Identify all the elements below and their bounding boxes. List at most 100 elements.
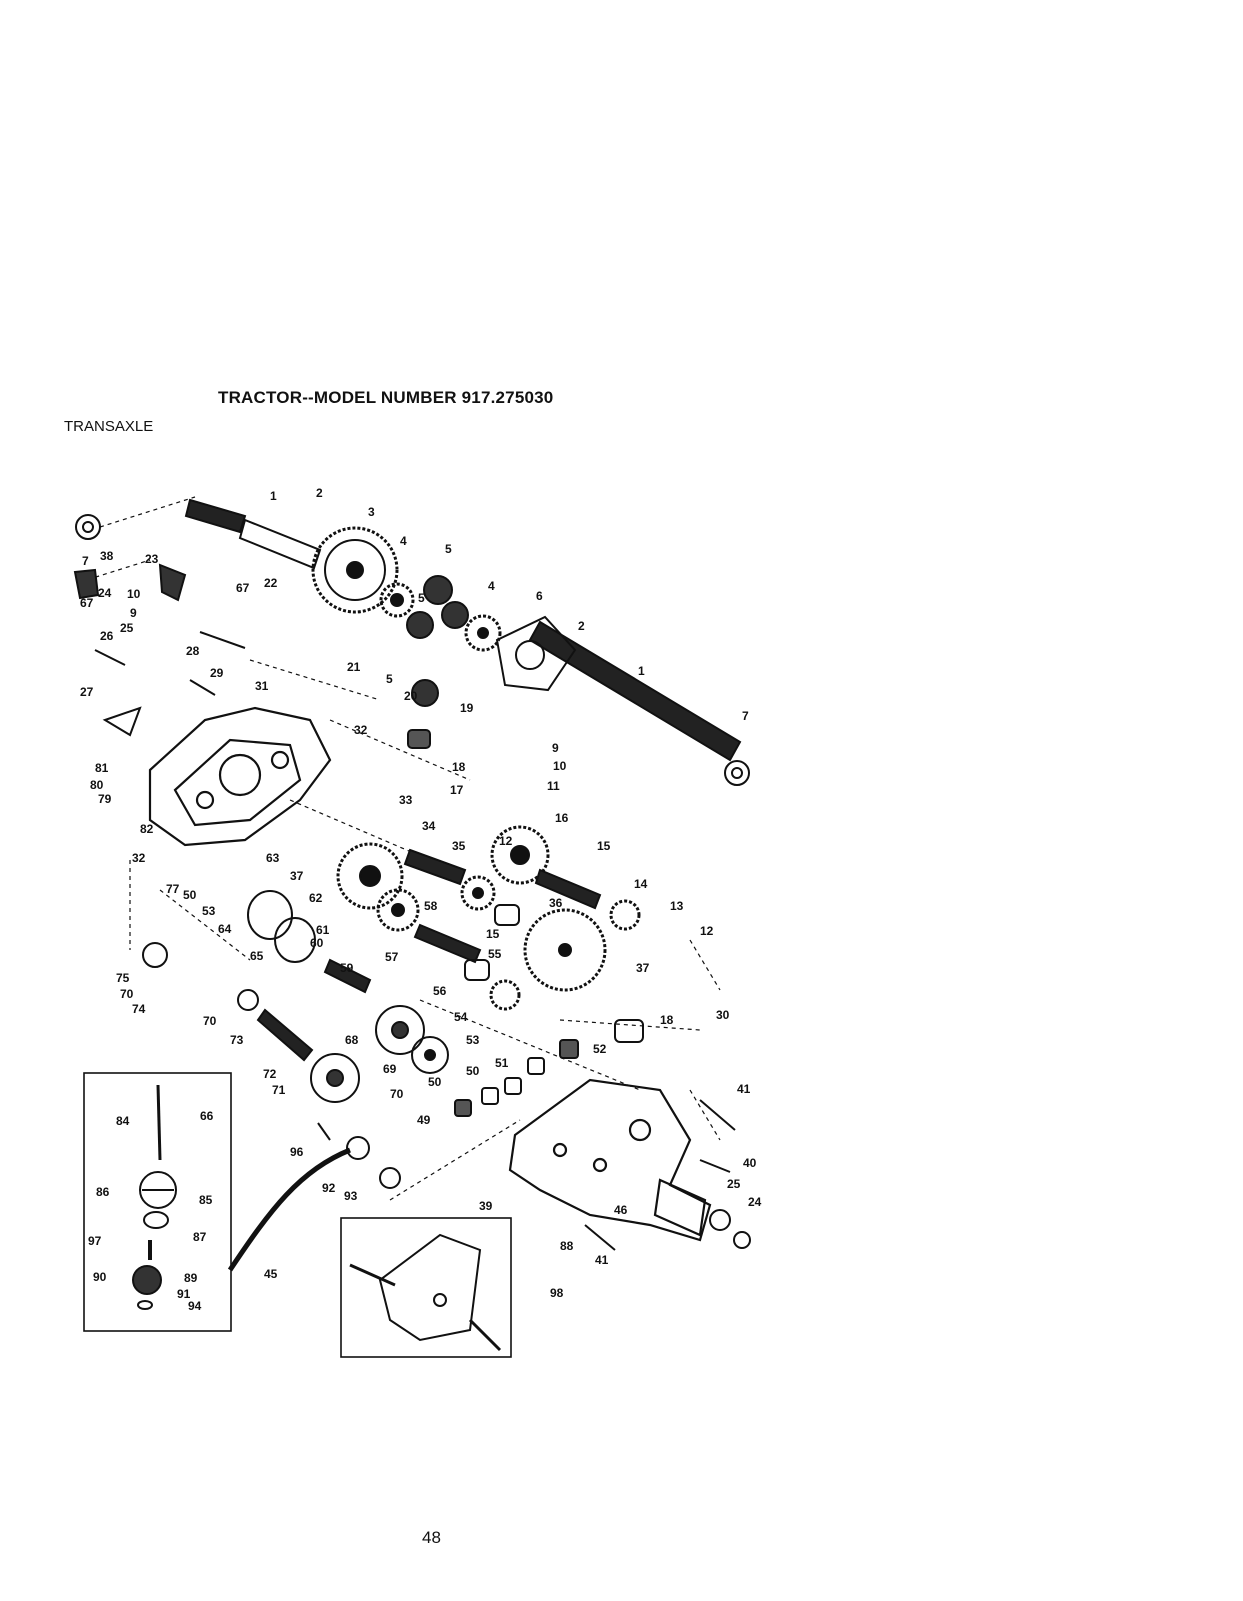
part-callout-20: 20 bbox=[404, 689, 418, 703]
part-callout-23: 23 bbox=[145, 552, 159, 566]
part-callout-38: 38 bbox=[100, 549, 114, 563]
gear-mid-upper bbox=[464, 614, 502, 652]
part-callout-19: 19 bbox=[460, 701, 474, 715]
part-callout-24: 24 bbox=[748, 1195, 762, 1209]
section-title: TRANSAXLE bbox=[64, 418, 154, 435]
part-callout-59: 59 bbox=[340, 961, 354, 975]
part-callout-28: 28 bbox=[186, 644, 200, 658]
part-callout-53: 53 bbox=[466, 1033, 480, 1047]
part-callout-6: 6 bbox=[536, 589, 543, 603]
part-callout-40: 40 bbox=[743, 1156, 757, 1170]
part-callout-88: 88 bbox=[560, 1239, 574, 1253]
part-callout-4: 4 bbox=[488, 579, 495, 593]
part-callout-46: 46 bbox=[614, 1203, 628, 1217]
part-callout-74: 74 bbox=[132, 1002, 146, 1016]
part-callout-84: 84 bbox=[116, 1114, 130, 1128]
part-callout-25: 25 bbox=[120, 621, 134, 635]
part-callout-37: 37 bbox=[290, 869, 304, 883]
part-callout-22: 22 bbox=[264, 576, 278, 590]
part-callout-32: 32 bbox=[354, 723, 368, 737]
part-callout-80: 80 bbox=[90, 778, 104, 792]
part-callout-72: 72 bbox=[263, 1067, 277, 1081]
part-callout-1: 1 bbox=[638, 664, 645, 678]
discs-lower bbox=[310, 1005, 449, 1103]
bevel-gears bbox=[406, 575, 469, 707]
part-callout-50: 50 bbox=[428, 1075, 442, 1089]
part-callout-36: 36 bbox=[549, 896, 563, 910]
part-callout-15: 15 bbox=[486, 927, 500, 941]
part-callout-97: 97 bbox=[88, 1234, 102, 1248]
part-callout-18: 18 bbox=[660, 1013, 674, 1027]
part-callout-66: 66 bbox=[200, 1109, 214, 1123]
assembly-guide-lines bbox=[79, 496, 721, 1201]
page-number: 48 bbox=[422, 1528, 441, 1547]
part-callout-85: 85 bbox=[199, 1193, 213, 1207]
part-callout-65: 65 bbox=[250, 949, 264, 963]
part-callout-33: 33 bbox=[399, 793, 413, 807]
part-callout-70: 70 bbox=[203, 1014, 217, 1028]
part-callout-71: 71 bbox=[272, 1083, 286, 1097]
part-callout-58: 58 bbox=[424, 899, 438, 913]
part-callout-52: 52 bbox=[593, 1042, 607, 1056]
countershafts bbox=[256, 848, 602, 1062]
part-callout-50: 50 bbox=[466, 1064, 480, 1078]
part-callout-89: 89 bbox=[184, 1271, 198, 1285]
part-callout-81: 81 bbox=[95, 761, 109, 775]
part-callout-9: 9 bbox=[130, 606, 137, 620]
part-callout-13: 13 bbox=[670, 899, 684, 913]
part-callout-32: 32 bbox=[132, 851, 146, 865]
part-callout-94: 94 bbox=[188, 1299, 202, 1313]
part-callout-39: 39 bbox=[479, 1199, 493, 1213]
part-callout-90: 90 bbox=[93, 1270, 107, 1284]
axle-seals bbox=[709, 1209, 751, 1249]
part-callout-30: 30 bbox=[716, 1008, 730, 1022]
transaxle-case-right bbox=[508, 1078, 712, 1242]
part-callout-96: 96 bbox=[290, 1145, 304, 1159]
part-callout-45: 45 bbox=[264, 1267, 278, 1281]
part-callout-7: 7 bbox=[82, 554, 89, 568]
part-callout-53: 53 bbox=[202, 904, 216, 918]
part-callout-57: 57 bbox=[385, 950, 399, 964]
part-callout-12: 12 bbox=[700, 924, 714, 938]
control-cable bbox=[227, 1147, 351, 1272]
part-callout-37: 37 bbox=[636, 961, 650, 975]
part-callout-10: 10 bbox=[127, 587, 141, 601]
part-callout-24: 24 bbox=[98, 586, 112, 600]
part-callout-29: 29 bbox=[210, 666, 224, 680]
part-callout-50: 50 bbox=[183, 888, 197, 902]
part-callout-15: 15 bbox=[597, 839, 611, 853]
part-callout-1: 1 bbox=[270, 489, 277, 503]
part-callout-61: 61 bbox=[316, 923, 330, 937]
part-callout-67: 67 bbox=[236, 581, 250, 595]
assembled-transaxle bbox=[349, 1233, 502, 1352]
end-washer-left bbox=[75, 514, 101, 540]
bushings bbox=[407, 729, 644, 1117]
part-callout-9: 9 bbox=[552, 741, 559, 755]
bolts-right bbox=[584, 1099, 736, 1251]
part-callout-82: 82 bbox=[140, 822, 154, 836]
part-callout-18: 18 bbox=[452, 760, 466, 774]
part-callout-93: 93 bbox=[344, 1189, 358, 1203]
output-shaft bbox=[528, 620, 742, 762]
part-callout-3: 3 bbox=[368, 505, 375, 519]
part-callout-49: 49 bbox=[417, 1113, 431, 1127]
part-callout-92: 92 bbox=[322, 1181, 336, 1195]
input-shaft bbox=[184, 498, 322, 570]
part-callout-51: 51 bbox=[495, 1056, 509, 1070]
part-callout-70: 70 bbox=[120, 987, 134, 1001]
part-callout-79: 79 bbox=[98, 792, 112, 806]
part-callout-67: 67 bbox=[80, 596, 94, 610]
discs-left bbox=[142, 890, 316, 1011]
part-callout-98: 98 bbox=[550, 1286, 564, 1300]
end-washer-right bbox=[724, 760, 750, 786]
part-callout-10: 10 bbox=[553, 759, 567, 773]
part-callout-68: 68 bbox=[345, 1033, 359, 1047]
part-callout-7: 7 bbox=[742, 709, 749, 723]
part-callout-35: 35 bbox=[452, 839, 466, 853]
part-callout-56: 56 bbox=[433, 984, 447, 998]
gear-large-upper bbox=[311, 526, 399, 614]
part-callout-5: 5 bbox=[386, 672, 393, 686]
part-callout-63: 63 bbox=[266, 851, 280, 865]
part-callout-77: 77 bbox=[166, 882, 180, 896]
